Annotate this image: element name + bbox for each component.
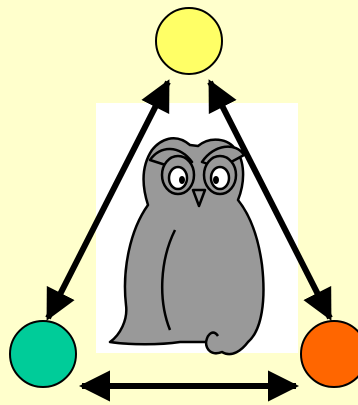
node-left <box>10 321 76 387</box>
node-top <box>156 8 222 74</box>
node-right <box>301 321 358 387</box>
